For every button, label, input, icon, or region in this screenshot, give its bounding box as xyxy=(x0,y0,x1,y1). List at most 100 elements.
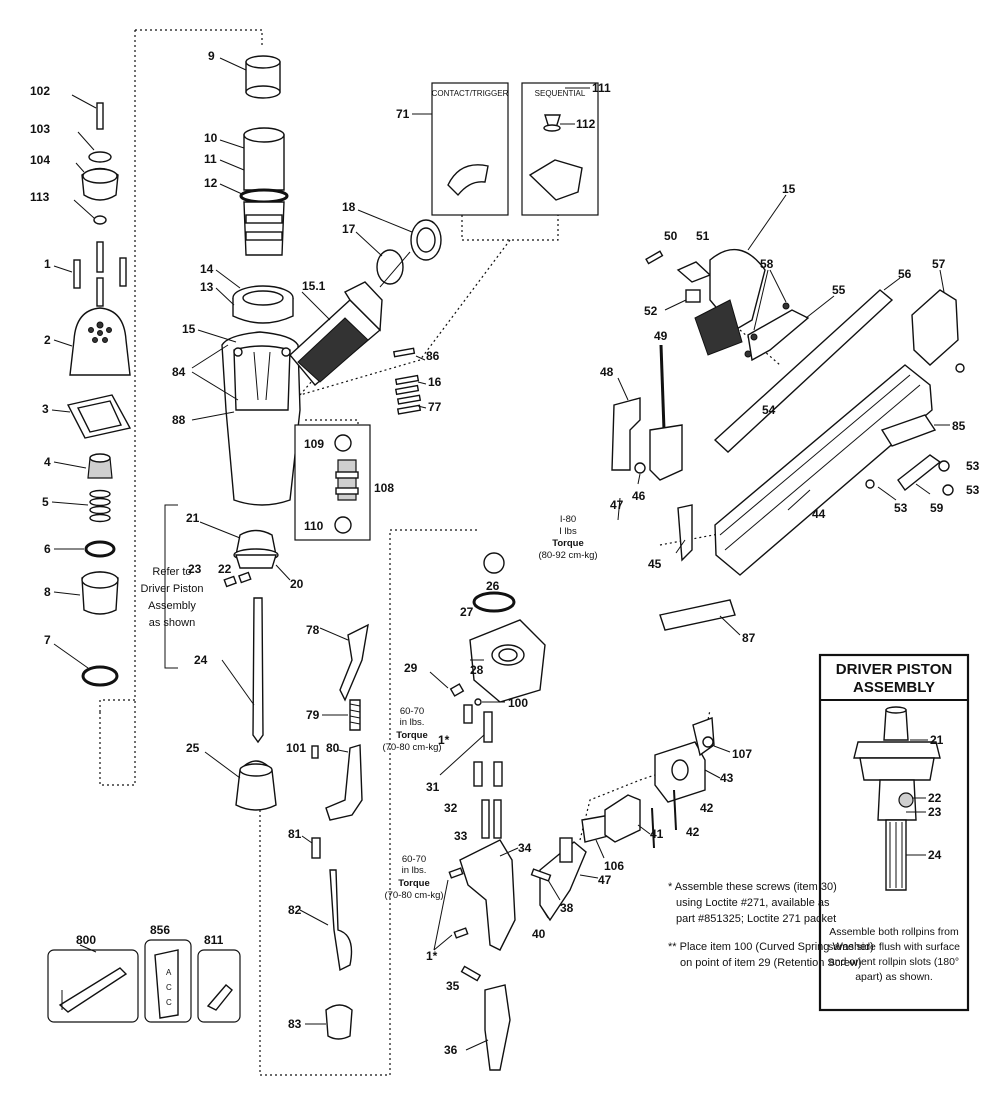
callout-80: 80 xyxy=(326,741,340,755)
kit-811 xyxy=(197,949,241,1023)
callout-58: 58 xyxy=(760,257,774,271)
svg-text:* Assemble these screws (item: * Assemble these screws (item 30) xyxy=(668,881,837,893)
callout-8: 8 xyxy=(44,585,51,599)
callout-112: 112 xyxy=(576,117,596,131)
driver-piston-caption: Assemble both rollpins from same side fl… xyxy=(828,926,960,983)
callout-3: 3 xyxy=(42,402,49,416)
svg-text:Torque: Torque xyxy=(398,878,430,889)
callout-36: 36 xyxy=(444,1043,458,1057)
callout-52: 52 xyxy=(644,304,658,318)
callout-82: 82 xyxy=(288,903,302,917)
svg-text:(80-92 cm-kg): (80-92 cm-kg) xyxy=(538,550,597,561)
callout-1: 1 xyxy=(44,257,51,271)
callout-81: 81 xyxy=(288,827,302,841)
svg-text:on point of item 29 (Retention: on point of item 29 (Retention Screw) xyxy=(680,957,862,969)
part-11-12-rings xyxy=(239,188,289,204)
cylinder-parts xyxy=(191,55,442,506)
callout-51: 51 xyxy=(696,229,710,243)
callout-33: 33 xyxy=(454,829,468,843)
callout-14: 14 xyxy=(200,262,214,276)
svg-text:Assembly: Assembly xyxy=(148,600,196,612)
contact-trigger-label: CONTACT/TRIGGER xyxy=(432,89,509,98)
callout-800: 800 xyxy=(76,933,96,947)
callout-53c: 53 xyxy=(894,501,908,515)
callout-106: 106 xyxy=(604,859,624,873)
callout-26: 26 xyxy=(486,579,500,593)
callout-24: 24 xyxy=(194,653,208,667)
callout-53a: 53 xyxy=(966,459,980,473)
part-113 xyxy=(93,215,107,225)
part-36-guide xyxy=(484,984,511,1071)
callout-32: 32 xyxy=(444,801,458,815)
callout-47-lower: 47 xyxy=(598,873,612,887)
callout-77: 77 xyxy=(428,400,442,414)
part-101-pin xyxy=(311,745,319,759)
callout-18: 18 xyxy=(342,200,356,214)
callout-10: 10 xyxy=(204,131,218,145)
trigger-parts xyxy=(299,623,369,1040)
svg-text:Torque: Torque xyxy=(396,730,428,741)
callout-87: 87 xyxy=(742,631,756,645)
part-17-ring xyxy=(376,249,404,285)
part-31 xyxy=(483,711,493,743)
part-80-lever xyxy=(325,744,363,821)
svg-text:C: C xyxy=(166,998,172,1007)
part-16 xyxy=(394,374,420,386)
callout-15-1: 15.1 xyxy=(302,279,326,293)
part-87-label xyxy=(659,599,736,631)
callout-49: 49 xyxy=(654,329,668,343)
part-26 xyxy=(483,552,505,574)
callout-labels: 102 103 104 113 1 2 3 4 5 6 8 7 9 10 11 … xyxy=(30,49,980,1057)
svg-text:apart) as shown.: apart) as shown. xyxy=(855,971,933,983)
callout-88: 88 xyxy=(172,413,186,427)
part-55-bracket xyxy=(747,309,810,362)
callout-85: 85 xyxy=(952,419,966,433)
part-50-screw xyxy=(645,250,664,265)
part-33-pin xyxy=(481,799,490,839)
kit-856-letters: A C C xyxy=(166,968,172,1007)
callout-35: 35 xyxy=(446,979,460,993)
part-85 xyxy=(880,414,937,447)
callout-5: 5 xyxy=(42,495,49,509)
part-59 xyxy=(897,454,942,492)
svg-text:(70-80 cm-kg): (70-80 cm-kg) xyxy=(382,742,441,753)
svg-text:Refer to: Refer to xyxy=(152,566,191,578)
left-column-parts xyxy=(51,94,132,687)
svg-text:60-70: 60-70 xyxy=(402,854,426,865)
callout-43: 43 xyxy=(720,771,734,785)
callout-15: 15 xyxy=(182,322,196,336)
svg-text:same side flush with surface: same side flush with surface xyxy=(828,941,960,953)
callout-54: 54 xyxy=(762,403,776,417)
refer-note-bracket xyxy=(164,504,178,669)
callout-47-right: 47 xyxy=(610,498,624,512)
torque-note-2: 60-70 in lbs. Torque (70-80 cm-kg) xyxy=(384,854,443,901)
callout-15-right: 15 xyxy=(782,182,796,196)
part-78-trigger xyxy=(339,623,369,702)
part-22-rollpin xyxy=(238,571,252,584)
callout-2: 2 xyxy=(44,333,51,347)
callout-84: 84 xyxy=(172,365,186,379)
part-52-bushing xyxy=(685,289,701,303)
svg-text:Torque: Torque xyxy=(552,538,584,549)
part-102-screw xyxy=(96,102,104,130)
callout-31: 31 xyxy=(426,780,440,794)
torque-note-1: 60-70 in lbs. Torque (70-80 cm-kg) xyxy=(382,706,441,753)
callout-13: 13 xyxy=(200,280,214,294)
callout-1-star-a: 1* xyxy=(438,733,450,747)
part-51-spring xyxy=(676,261,712,283)
callout-40: 40 xyxy=(532,927,546,941)
svg-text:in lbs.: in lbs. xyxy=(402,865,427,876)
magazine-assembly xyxy=(611,194,965,636)
accessory-kits xyxy=(47,939,241,1023)
part-86 xyxy=(392,347,416,358)
part-27-o-ring xyxy=(472,591,516,613)
sequential-label: SEQUENTIAL xyxy=(535,89,586,98)
part-57-end-cap xyxy=(911,289,959,366)
callout-4: 4 xyxy=(44,455,51,469)
trigger-option-boxes xyxy=(412,82,599,216)
driver-piston-assembly-box xyxy=(818,653,970,1012)
callout-103: 103 xyxy=(30,122,50,136)
callout-57: 57 xyxy=(932,257,946,271)
part-49-pin xyxy=(649,424,683,481)
callout-71: 71 xyxy=(396,107,410,121)
